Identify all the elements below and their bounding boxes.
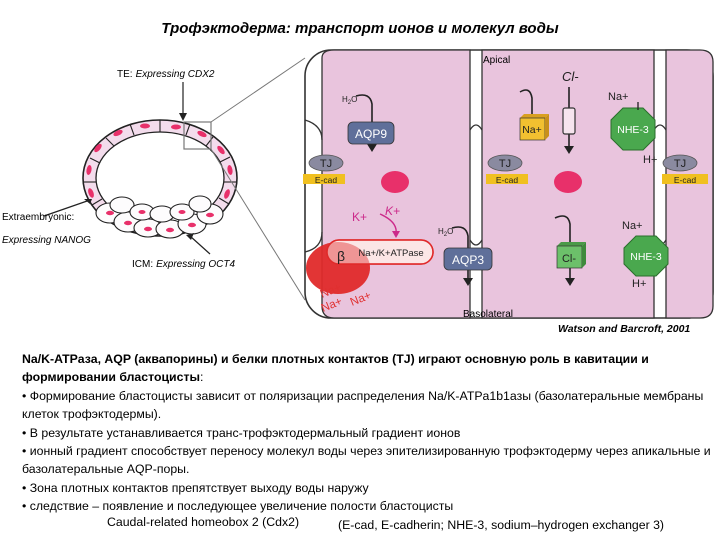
h2o-label: H2O — [438, 227, 453, 238]
aqp3-channel: H2O AQP3 — [438, 226, 493, 286]
lead-paragraph: Na/K-ATPаза, AQP (аквапорины) и белки пл… — [22, 352, 649, 385]
bullet-item: • следствие – появление и последующее ув… — [22, 499, 454, 514]
cl-channel-basolateral: Cl- — [554, 215, 586, 286]
nhe3-label: NHE-3 — [617, 124, 649, 136]
tj-label: TJ — [320, 158, 332, 170]
extraembryonic-label: Extraembryonic: — [2, 212, 74, 223]
apical-label: Apical — [483, 55, 510, 66]
footnote-cdx2: Caudal-related homeobox 2 (Cdx2) — [107, 515, 300, 529]
lead-text: Na/K-ATPаза, AQP (аквапорины) и белки пл… — [22, 352, 649, 385]
footnote-abbreviations: (E-cad, E-cadherin; NHE-3, sodium–hydrog… — [338, 518, 665, 532]
tight-junction-left: TJ E-cad — [303, 154, 345, 185]
tight-junction-middle: TJ E-cad — [486, 154, 528, 185]
nhe3-label: NHE-3 — [630, 251, 662, 263]
k-label: K+ — [385, 204, 400, 218]
tj-label: TJ — [674, 158, 686, 170]
k-label: K+ — [352, 210, 367, 224]
na-k-atpase: β Na+/K+ATPase — [306, 239, 434, 294]
icm-label: ICM:Expressing OCT4 — [132, 259, 235, 270]
na-label: Na+ — [622, 220, 643, 232]
beta-label: β — [337, 248, 345, 264]
trophectoderm-diagram: TE:Expressing CDX2 Extraembryonic: Expre… — [2, 49, 714, 320]
page-title: Трофэктодерма: транспорт ионов и молекул… — [161, 20, 559, 37]
nhe3-apical: Na+ NHE-3 H+ — [608, 91, 657, 166]
aqp9-channel: H2O AQP9 — [342, 94, 395, 152]
ecad-label: E-cad — [496, 175, 518, 185]
h2o-label: H2O — [342, 95, 357, 106]
nucleus — [554, 171, 582, 193]
nucleus — [381, 171, 409, 193]
atpase-label: Na+/K+ATPase — [358, 248, 423, 259]
body-text: Na/K-ATPаза, AQP (аквапорины) и белки пл… — [22, 350, 712, 516]
nhe3-basolateral: Na+ NHE-3 H+ — [622, 220, 669, 290]
na-label: Na+ — [608, 91, 629, 103]
h-label: H+ — [643, 154, 657, 166]
tight-junction-right: TJ E-cad — [662, 154, 708, 185]
na-label: Na+ — [522, 124, 542, 136]
ecad-label: E-cad — [315, 175, 337, 185]
na-channel: Na+ — [519, 89, 549, 141]
ecad-label: E-cad — [674, 175, 696, 185]
zoom-box — [183, 121, 212, 150]
aqp9-label: AQP9 — [355, 127, 387, 141]
bullet-item: • ионный градиент способствует переносу … — [22, 444, 711, 477]
bullet-item: • Зона плотных контактов препятствует вы… — [22, 480, 369, 495]
nanog-label: Expressing NANOG — [2, 235, 91, 246]
basolateral-label: Basolateral — [463, 309, 513, 320]
bullet-item: • В результате устанавливается транс-тро… — [22, 425, 461, 440]
h-label: H+ — [632, 278, 646, 290]
blastocyst-drawing — [43, 57, 306, 301]
te-label: TE:Expressing CDX2 — [117, 69, 215, 80]
cl-apical-label: Cl- — [562, 69, 579, 84]
aqp3-label: AQP3 — [452, 253, 484, 267]
bullet-item: • Формирование бластоцисты зависит от по… — [22, 388, 704, 422]
cl-channel-apical: Cl- — [562, 69, 579, 154]
tj-label: TJ — [499, 158, 511, 170]
figure-credit: Watson and Barcroft, 2001 — [558, 323, 691, 335]
cl-label: Cl- — [562, 253, 576, 265]
